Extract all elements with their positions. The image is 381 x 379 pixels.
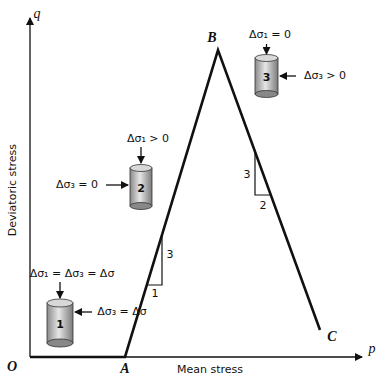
stress-increment: Δσ₁ = Δσ₃ = Δσ	[30, 268, 115, 280]
slope-number: 3	[167, 249, 174, 261]
specimen-number: 1	[56, 319, 64, 331]
axes	[30, 18, 362, 357]
specimen-cylinder	[106, 147, 152, 210]
point-label: C	[327, 329, 336, 344]
slope-triangle	[255, 152, 271, 195]
specimen-cylinder	[47, 282, 92, 347]
point-label: O	[7, 359, 17, 374]
slope-number: 1	[152, 288, 159, 300]
axis-title: Deviatoric stress	[7, 144, 19, 236]
stress-increment: Δσ₃ = 0	[56, 179, 98, 191]
slope-triangle	[147, 235, 162, 285]
stress-increment: Δσ₃ > 0	[304, 70, 346, 82]
point-label: A	[120, 361, 129, 376]
stress-path	[30, 50, 320, 357]
point-label: B	[207, 30, 216, 45]
axis-letter: q	[34, 6, 41, 21]
specimen-cylinder	[255, 44, 296, 98]
stress-increment: Δσ₃ = Δσ	[97, 306, 147, 318]
axis-letter: p	[369, 341, 376, 356]
stress-increment: Δσ₁ > 0	[127, 133, 169, 145]
specimen-number: 3	[263, 72, 271, 84]
stress-increment: Δσ₁ = 0	[249, 29, 291, 41]
slope-number: 2	[260, 200, 267, 212]
specimen-number: 2	[137, 183, 145, 195]
axis-title: Mean stress	[177, 364, 243, 376]
slope-number: 3	[244, 169, 251, 181]
